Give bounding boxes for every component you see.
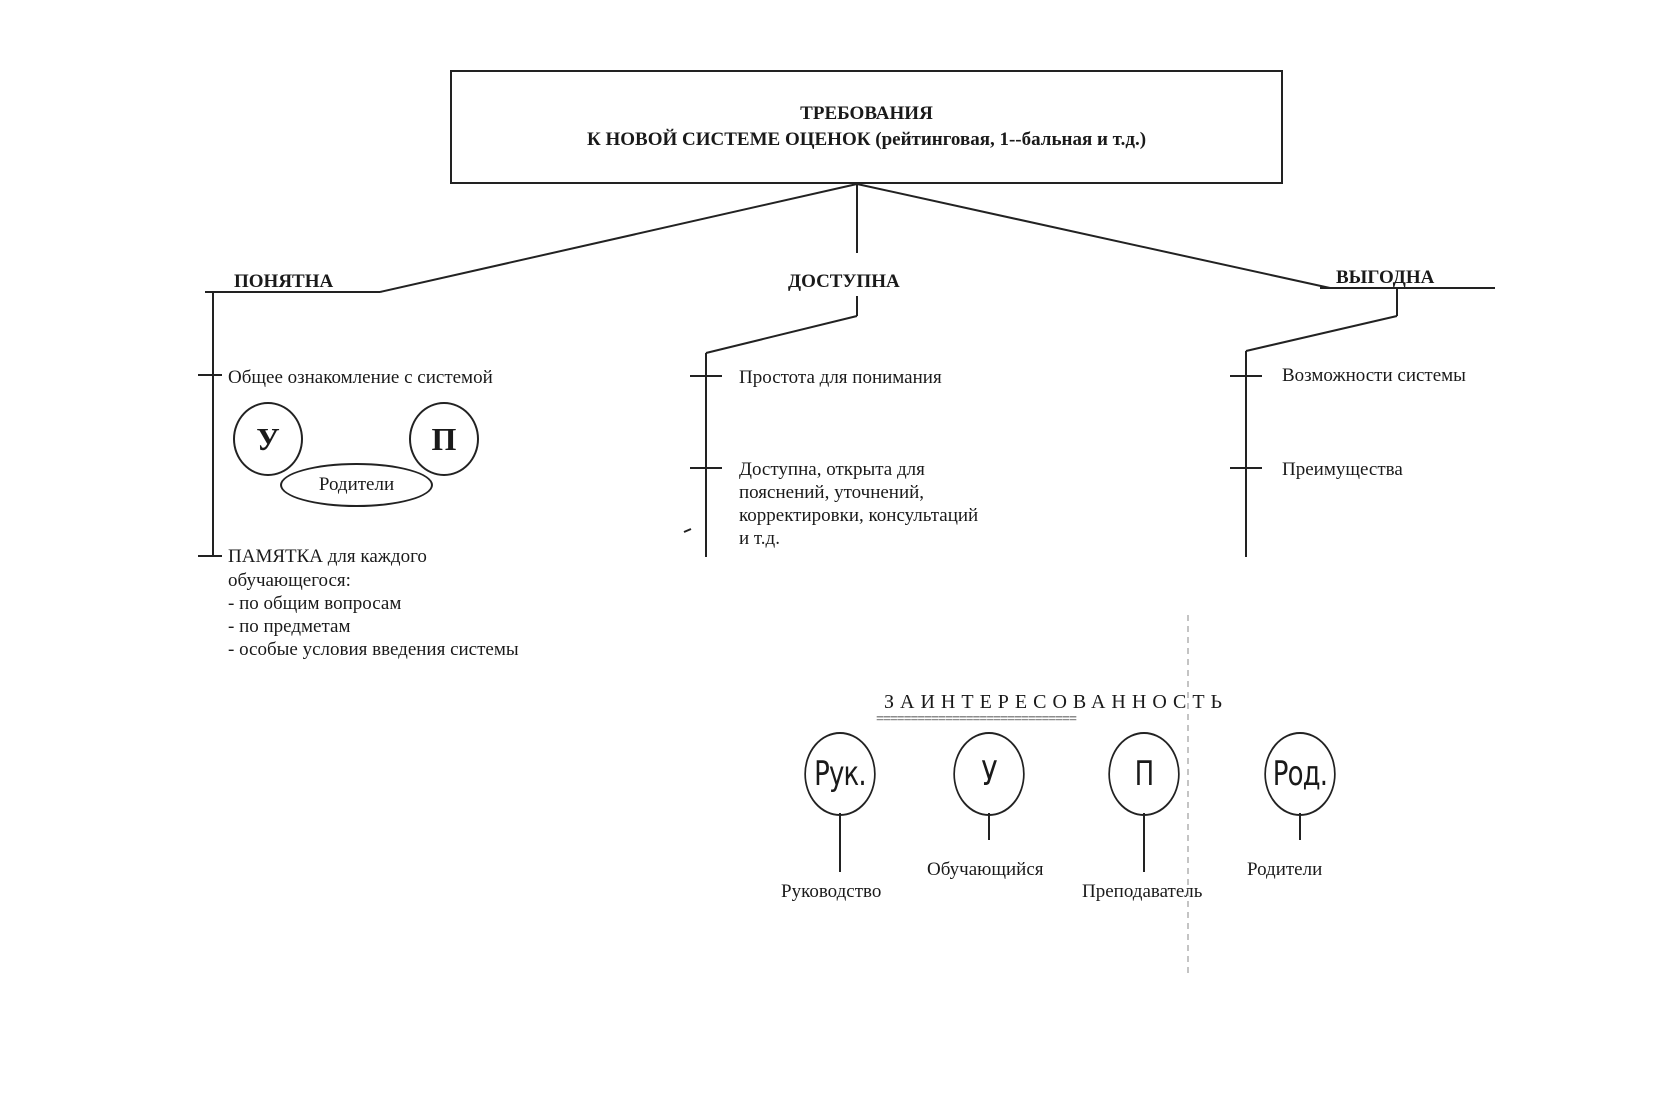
branch-title-beneficial: ВЫГОДНА	[1336, 267, 1435, 288]
center-item-open-3: корректировки, консультаций	[739, 505, 979, 526]
center-item-open-4: и т.д.	[739, 528, 780, 549]
center-item-open-2: пояснений, уточнений,	[739, 482, 925, 503]
node-parents-circle: Род.	[1264, 732, 1336, 816]
right-item-advantages: Преимущества	[1282, 459, 1403, 480]
left-item-memo-5: - особые условия введения системы	[228, 639, 519, 660]
center-item-open-1: Доступна, открыта для	[739, 459, 925, 480]
title-line-1: ТРЕБОВАНИЯ	[800, 103, 933, 124]
left-item-memo-1: ПАМЯТКА для каждого	[228, 546, 427, 567]
node-student-circle: У	[953, 732, 1025, 816]
circle-p: П	[409, 402, 479, 476]
line-to-left	[379, 183, 858, 293]
requirements-title-box: ТРЕБОВАНИЯ К НОВОЙ СИСТЕМЕ ОЦЕНОК (рейти…	[450, 70, 1283, 184]
left-item-memo-4: - по предметам	[228, 616, 351, 637]
left-item-memo-2: обучающегося:	[228, 570, 351, 591]
node-management-circle: Рук.	[804, 732, 876, 816]
circle-u: У	[233, 402, 303, 476]
line-to-right	[856, 183, 1331, 289]
title-line-2: К НОВОЙ СИСТЕМЕ ОЦЕНОК (рейтинговая, 1--…	[586, 129, 1147, 150]
node-management-label: Руководство	[781, 881, 882, 902]
interest-title: ЗАИНТЕРЕСОВАННОСТЬ	[884, 691, 1229, 713]
node-teacher-label: Преподаватель	[1082, 881, 1203, 902]
center-item-simplicity: Простота для понимания	[739, 367, 942, 388]
node-student-label: Обучающийся	[927, 859, 1044, 880]
left-item-memo-3: - по общим вопросам	[228, 593, 402, 614]
parents-ellipse: Родители	[280, 463, 433, 507]
right-item-capabilities: Возможности системы	[1282, 365, 1466, 386]
left-item-overview: Общее ознакомление с системой	[228, 367, 493, 388]
branch-title-understandable: ПОНЯТНА	[234, 271, 334, 292]
interest-underline: =============================	[876, 713, 1077, 727]
node-teacher-circle: П	[1108, 732, 1180, 816]
branch-title-accessible: ДОСТУПНА	[788, 271, 900, 292]
node-parents-label: Родители	[1247, 859, 1323, 880]
